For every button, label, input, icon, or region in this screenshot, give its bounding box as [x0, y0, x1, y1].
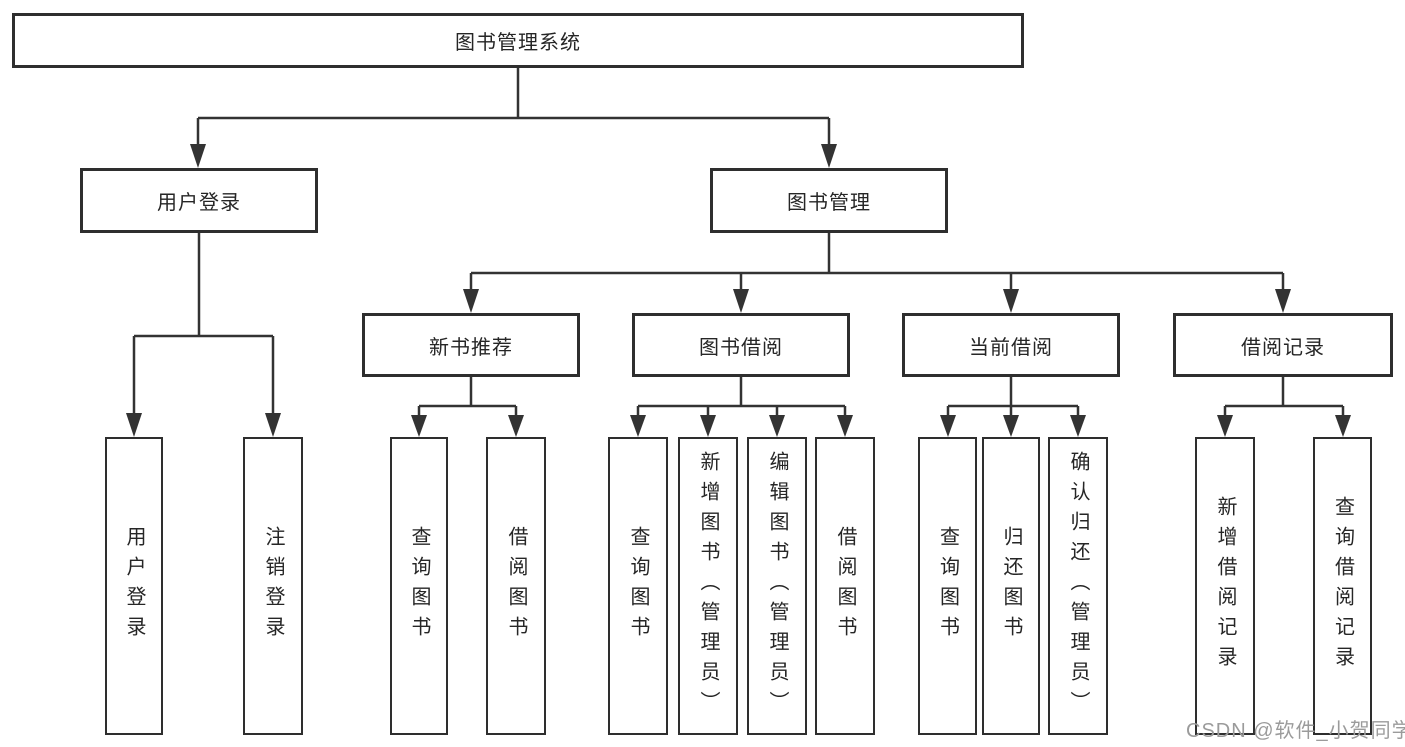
leaf-user-login: 用户登录	[105, 437, 163, 735]
node-current-borrow-label: 当前借阅	[969, 336, 1053, 359]
node-book-borrow-label: 图书借阅	[699, 336, 783, 359]
leaf-logout-label: 注销登录	[262, 526, 284, 646]
leaf-query-borrow-record: 查询借阅记录	[1313, 437, 1372, 735]
leaf-query-books-current-label: 查询图书	[936, 526, 959, 646]
leaf-return-books-label: 归还图书	[1000, 526, 1022, 646]
connector-book-borrow-to-leaves	[630, 377, 853, 437]
node-current-borrow: 当前借阅	[902, 313, 1120, 377]
connector-root-to-level2	[190, 68, 837, 168]
leaf-user-login-label: 用户登录	[123, 526, 145, 646]
leaf-add-books-admin: 新增图书（管理员）	[678, 437, 738, 735]
leaf-borrow-books-recommend-label: 借阅图书	[505, 526, 527, 646]
leaf-query-books-borrow-label: 查询图书	[627, 526, 649, 646]
leaf-logout: 注销登录	[243, 437, 303, 735]
node-new-book-recommend-label: 新书推荐	[429, 336, 513, 359]
node-root-label: 图书管理系统	[455, 32, 581, 54]
leaf-query-books-recommend-label: 查询图书	[408, 526, 430, 646]
connector-book-management-to-level3	[463, 233, 1291, 313]
leaf-query-borrow-record-label: 查询借阅记录	[1331, 496, 1354, 676]
connector-current-borrow-to-leaves	[940, 377, 1086, 437]
leaf-edit-books-admin-label: 编辑图书（管理员）	[766, 451, 788, 721]
leaf-return-books: 归还图书	[982, 437, 1040, 735]
connector-user-login-to-leaves	[126, 233, 281, 437]
connector-new-book-recommend-to-leaves	[411, 377, 524, 437]
leaf-borrow-books-label: 借阅图书	[834, 526, 856, 646]
leaf-add-borrow-record: 新增借阅记录	[1195, 437, 1255, 735]
leaf-borrow-books-recommend: 借阅图书	[486, 437, 546, 735]
leaf-add-books-admin-label: 新增图书（管理员）	[697, 451, 719, 721]
node-borrow-records: 借阅记录	[1173, 313, 1393, 377]
leaf-query-books-borrow: 查询图书	[608, 437, 668, 735]
leaf-confirm-return-admin: 确认归还（管理员）	[1048, 437, 1108, 735]
leaf-query-books-recommend: 查询图书	[390, 437, 448, 735]
node-book-management-label: 图书管理	[787, 192, 871, 214]
node-book-management: 图书管理	[710, 168, 948, 233]
leaf-borrow-books: 借阅图书	[815, 437, 875, 735]
node-user-login-label: 用户登录	[157, 192, 241, 214]
leaf-query-books-current: 查询图书	[918, 437, 977, 735]
node-new-book-recommend: 新书推荐	[362, 313, 580, 377]
leaf-edit-books-admin: 编辑图书（管理员）	[747, 437, 807, 735]
node-borrow-records-label: 借阅记录	[1241, 336, 1325, 359]
node-user-login: 用户登录	[80, 168, 318, 233]
csdn-watermark: CSDN @软件_小贺同学	[1186, 720, 1405, 742]
leaf-confirm-return-admin-label: 确认归还（管理员）	[1067, 451, 1089, 721]
node-root: 图书管理系统	[12, 13, 1024, 68]
node-book-borrow: 图书借阅	[632, 313, 850, 377]
connector-borrow-records-to-leaves	[1217, 377, 1351, 437]
leaf-add-borrow-record-label: 新增借阅记录	[1214, 496, 1236, 676]
